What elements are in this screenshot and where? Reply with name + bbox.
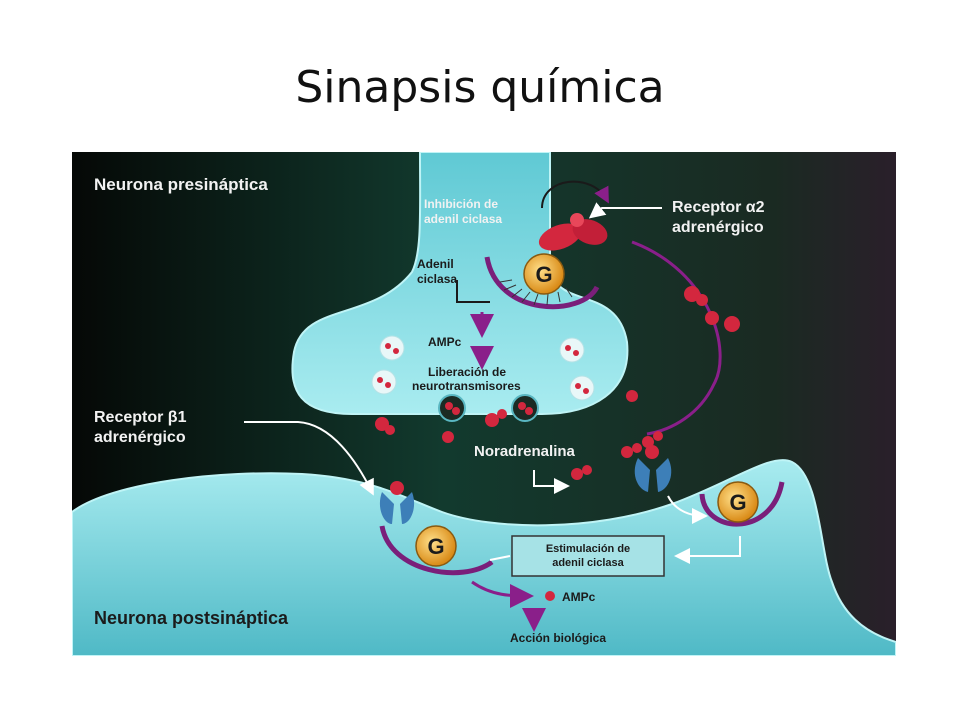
adenyl-label-line2: ciclasa xyxy=(417,272,457,286)
adenyl-label-line1: Adenil xyxy=(417,257,454,271)
noradrenaline-label: Noradrenalina xyxy=(474,443,576,460)
receptor-activation-arrow xyxy=(667,495,708,524)
inhibition-label-line1: Inhibición de xyxy=(424,197,498,211)
adenyl-pointer xyxy=(456,280,490,303)
beta1-label-line2: adrenérgico xyxy=(94,429,186,446)
alpha2-receptor xyxy=(538,213,608,251)
pre-enzyme-stripes xyxy=(499,279,573,306)
inhibition-label-line2: adenil ciclasa xyxy=(424,212,502,226)
post-ampc-arrow xyxy=(471,580,534,608)
post-left-g-label: G xyxy=(427,534,444,559)
free-noradrenaline xyxy=(375,286,740,480)
exocytosis-pits xyxy=(438,394,539,422)
synapse-diagram: Neurona presináptica Neurona postsinápti… xyxy=(72,152,896,656)
post-right-membrane xyxy=(699,481,785,527)
synapse-illustration: Neurona presináptica Neurona postsinápti… xyxy=(72,152,896,656)
postsynaptic-neuron xyxy=(72,459,896,656)
alpha2-pointer xyxy=(588,202,662,219)
post-left-g-protein xyxy=(415,525,457,567)
presynaptic-neuron xyxy=(291,152,629,415)
postsynaptic-label: Neurona postsináptica xyxy=(94,608,289,628)
noradrenaline-pointer xyxy=(533,470,570,494)
stimulation-pointer-right xyxy=(674,536,741,564)
feedback-arc xyxy=(631,240,722,436)
stimulation-label-line2: adenil ciclasa xyxy=(552,557,624,569)
slide-title: Sinapsis química xyxy=(295,62,665,113)
beta1-receptor xyxy=(379,481,415,524)
inhibition-arrow xyxy=(541,180,609,209)
biological-action-label: Acción biológica xyxy=(510,631,606,645)
post-ampc-dot xyxy=(545,591,555,601)
alpha2-label-line1: Receptor α2 xyxy=(672,199,765,216)
pre-g-protein xyxy=(523,253,565,295)
stimulation-box xyxy=(511,535,665,577)
presynaptic-label: Neurona presináptica xyxy=(94,175,268,194)
stimulation-pointer-left xyxy=(489,555,511,561)
beta1-label-line1: Receptor β1 xyxy=(94,409,187,426)
pre-g-label: G xyxy=(535,262,552,287)
post-left-membrane xyxy=(379,525,494,576)
stimulation-label-line1: Estimulación de xyxy=(546,543,630,555)
beta1-pointer xyxy=(244,421,374,496)
post-ampc-label: AMPc xyxy=(562,590,596,604)
post-right-g-label: G xyxy=(729,490,746,515)
post-right-g-protein xyxy=(717,481,759,523)
pre-membrane-enzyme xyxy=(484,256,600,310)
beta1-receptor-right xyxy=(634,445,672,492)
pre-ampc-label: AMPc xyxy=(428,335,462,349)
release-label-line2: neurotransmisores xyxy=(412,379,521,393)
vesicles xyxy=(371,335,595,401)
release-label-line1: Liberación de xyxy=(428,365,506,379)
alpha2-label-line2: adrenérgico xyxy=(672,219,764,236)
